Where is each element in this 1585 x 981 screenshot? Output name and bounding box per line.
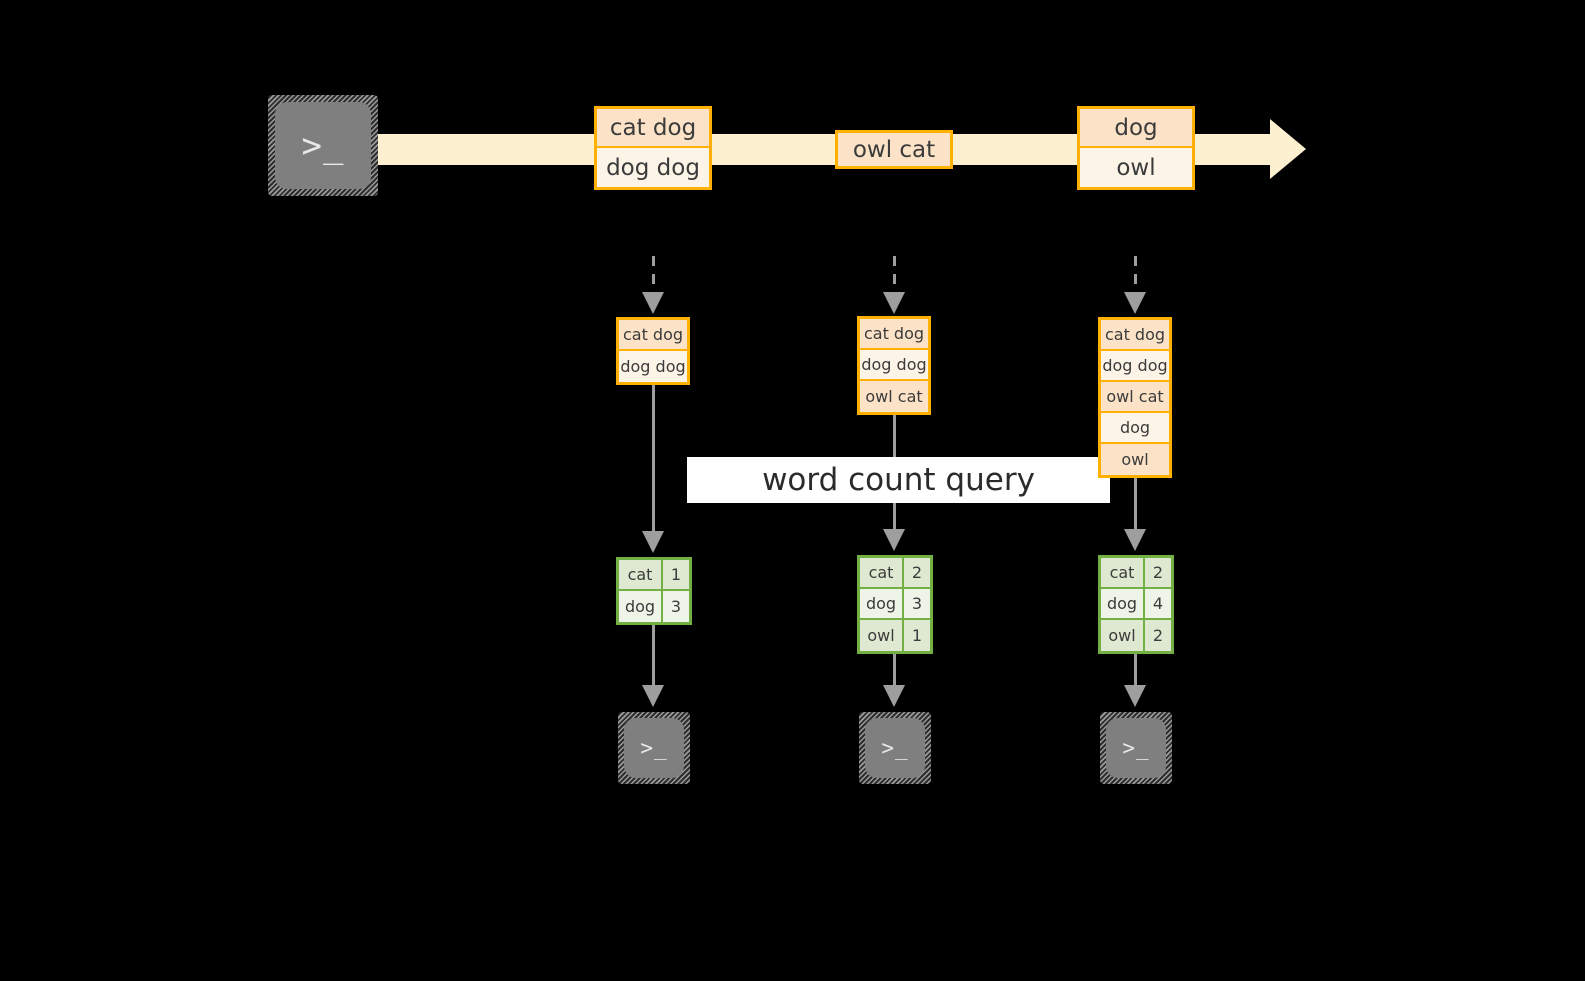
- stream-message-line: dog dog: [597, 148, 709, 187]
- result-table-3[interactable]: cat 2 dog 4 owl 2: [1098, 555, 1174, 654]
- result-count: 3: [663, 591, 689, 622]
- result-count: 2: [1145, 558, 1171, 587]
- stream-message-3[interactable]: dog owl: [1077, 106, 1195, 190]
- stream-to-table-connector-1: [652, 256, 655, 294]
- stream-to-table-connector-2: [893, 256, 896, 294]
- terminal-prompt-glyph: >_: [301, 125, 345, 166]
- input-table-row: owl cat: [860, 381, 928, 412]
- result-table-2[interactable]: cat 2 dog 3 owl 1: [857, 555, 933, 654]
- input-table-row: cat dog: [860, 319, 928, 350]
- table-row: dog 3: [619, 591, 689, 622]
- input-table-row: dog dog: [1101, 351, 1169, 382]
- input-table-1[interactable]: cat dog dog dog: [616, 317, 690, 385]
- terminal-prompt-glyph: >_: [1122, 735, 1150, 760]
- result-word: cat: [860, 558, 904, 587]
- connector-arrowhead: [1124, 529, 1146, 551]
- connector-arrowhead: [642, 685, 664, 707]
- table-row: cat 2: [860, 558, 930, 589]
- input-table-row: dog dog: [860, 350, 928, 381]
- result-to-sink-connector-1: [652, 625, 655, 687]
- sink-terminal-icon-1[interactable]: >_: [618, 712, 690, 784]
- connector-arrowhead: [642, 292, 664, 314]
- result-to-sink-connector-3: [1134, 654, 1137, 687]
- table-row: cat 1: [619, 560, 689, 591]
- result-word: owl: [1101, 620, 1145, 651]
- stream-message-1[interactable]: cat dog dog dog: [594, 106, 712, 190]
- query-connector-3: [1134, 478, 1137, 531]
- input-table-row: dog: [1101, 413, 1169, 444]
- result-word: dog: [860, 589, 904, 618]
- table-row: cat 2: [1101, 558, 1171, 589]
- stream-message-line: cat dog: [597, 109, 709, 148]
- input-table-3[interactable]: cat dog dog dog owl cat dog owl: [1098, 317, 1172, 478]
- result-count: 1: [663, 560, 689, 589]
- input-table-row: owl: [1101, 444, 1169, 475]
- connector-arrowhead: [883, 292, 905, 314]
- result-count: 3: [904, 589, 930, 618]
- query-label-banner: word count query: [687, 457, 1110, 503]
- terminal-screen: [865, 718, 925, 778]
- stream-to-table-connector-3: [1134, 256, 1137, 294]
- input-table-2[interactable]: cat dog dog dog owl cat: [857, 316, 931, 415]
- result-word: cat: [1101, 558, 1145, 587]
- connector-arrowhead: [883, 685, 905, 707]
- input-stream-arrowhead: [1270, 119, 1306, 179]
- stream-message-line: dog: [1080, 109, 1192, 148]
- query-connector-1: [652, 385, 655, 533]
- sink-terminal-icon-3[interactable]: >_: [1100, 712, 1172, 784]
- sink-terminal-icon-2[interactable]: >_: [859, 712, 931, 784]
- result-count: 1: [904, 620, 930, 651]
- result-word: cat: [619, 560, 663, 589]
- result-table-1[interactable]: cat 1 dog 3: [616, 557, 692, 625]
- input-table-row: dog dog: [619, 351, 687, 382]
- terminal-screen: [624, 718, 684, 778]
- result-count: 2: [904, 558, 930, 587]
- terminal-prompt-glyph: >_: [640, 735, 668, 760]
- connector-arrowhead: [883, 529, 905, 551]
- input-table-row: cat dog: [619, 320, 687, 351]
- table-row: owl 2: [1101, 620, 1171, 651]
- result-word: dog: [619, 591, 663, 622]
- result-word: owl: [860, 620, 904, 651]
- result-count: 2: [1145, 620, 1171, 651]
- stream-message-line: owl: [1080, 148, 1192, 187]
- source-terminal-icon[interactable]: >_: [268, 95, 378, 196]
- terminal-screen: [275, 102, 371, 189]
- connector-arrowhead: [642, 531, 664, 553]
- connector-arrowhead: [1124, 685, 1146, 707]
- input-table-row: owl cat: [1101, 382, 1169, 413]
- input-table-row: cat dog: [1101, 320, 1169, 351]
- stream-message-2[interactable]: owl cat: [835, 130, 953, 169]
- terminal-prompt-glyph: >_: [881, 735, 909, 760]
- result-count: 4: [1145, 589, 1171, 618]
- table-row: owl 1: [860, 620, 930, 651]
- result-to-sink-connector-2: [893, 654, 896, 687]
- connector-arrowhead: [1124, 292, 1146, 314]
- table-row: dog 3: [860, 589, 930, 620]
- result-word: dog: [1101, 589, 1145, 618]
- table-row: dog 4: [1101, 589, 1171, 620]
- terminal-screen: [1106, 718, 1166, 778]
